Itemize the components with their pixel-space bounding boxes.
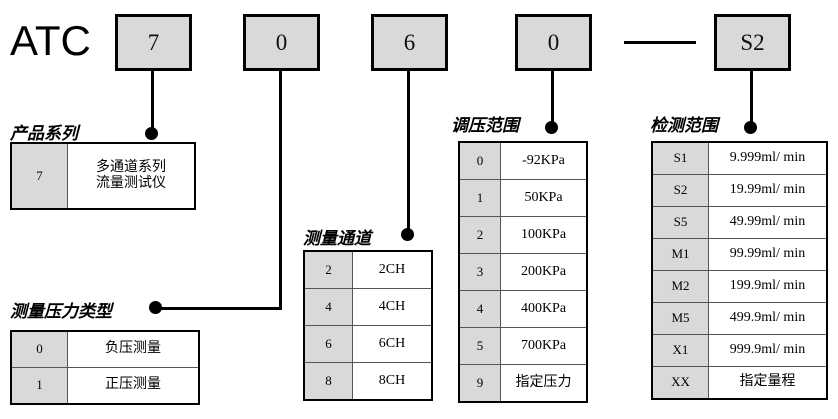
- channels-code-2: 6: [303, 325, 353, 363]
- table-row[interactable]: 3 200KPa: [458, 253, 588, 291]
- table-row[interactable]: 0 负压测量: [10, 330, 200, 368]
- pressure-range-code-6: 9: [458, 364, 501, 403]
- pressure-range-desc-2: 100KPa: [500, 216, 588, 254]
- code-box-pressure-range[interactable]: 0: [515, 14, 592, 71]
- pressure-range-code-0: 0: [458, 141, 501, 180]
- table-row[interactable]: 1 50KPa: [458, 179, 588, 217]
- detect-range-desc-1: 19.99ml/ min: [708, 174, 828, 207]
- legend-table-series: 7 多通道系列 流量测试仪: [10, 142, 196, 210]
- detect-range-desc-5: 499.9ml/ min: [708, 302, 828, 335]
- legend-table-pressure-range: 0 -92KPa 1 50KPa 2 100KPa 3 200KPa 4 400…: [458, 141, 588, 403]
- model-separator-dash: [624, 41, 696, 44]
- detect-range-code-2: S5: [651, 206, 709, 239]
- caption-detect-range: 检测范围: [650, 116, 718, 135]
- table-row[interactable]: 9 指定压力: [458, 364, 588, 403]
- table-row[interactable]: 1 正压测量: [10, 367, 200, 405]
- series-desc-0: 多通道系列 流量测试仪: [67, 142, 196, 210]
- channels-code-3: 8: [303, 362, 353, 401]
- pressure-range-code-3: 3: [458, 253, 501, 291]
- code-box-series[interactable]: 7: [115, 14, 192, 71]
- leader-line-pressure-range: [551, 71, 554, 127]
- code-box-channels[interactable]: 6: [371, 14, 448, 71]
- series-code-0: 7: [10, 142, 68, 210]
- table-row[interactable]: S1 9.999ml/ min: [651, 141, 828, 175]
- table-row[interactable]: 8 8CH: [303, 362, 433, 401]
- detect-range-desc-7: 指定量程: [708, 366, 828, 400]
- table-row[interactable]: 0 -92KPa: [458, 141, 588, 180]
- leader-dot-detect-range: [744, 121, 757, 134]
- pressure-range-code-5: 5: [458, 327, 501, 365]
- table-row[interactable]: 2 100KPa: [458, 216, 588, 254]
- table-row[interactable]: 4 400KPa: [458, 290, 588, 328]
- table-row[interactable]: M1 99.99ml/ min: [651, 238, 828, 271]
- table-row[interactable]: M2 199.9ml/ min: [651, 270, 828, 303]
- pressure-range-desc-0: -92KPa: [500, 141, 588, 180]
- pressure-range-desc-5: 700KPa: [500, 327, 588, 365]
- channels-code-1: 4: [303, 288, 353, 326]
- caption-series: 产品系列: [10, 124, 78, 143]
- table-row[interactable]: S5 49.99ml/ min: [651, 206, 828, 239]
- detect-range-code-5: M5: [651, 302, 709, 335]
- detect-range-code-4: M2: [651, 270, 709, 303]
- code-box-pressure-type[interactable]: 0: [243, 14, 320, 71]
- table-row[interactable]: 4 4CH: [303, 288, 433, 326]
- pressure-type-code-1: 1: [10, 367, 68, 405]
- table-row[interactable]: M5 499.9ml/ min: [651, 302, 828, 335]
- detect-range-code-1: S2: [651, 174, 709, 207]
- leader-line-pressure-type-vertical: [279, 71, 282, 310]
- leader-line-channels: [407, 71, 410, 234]
- table-row[interactable]: 2 2CH: [303, 250, 433, 289]
- pressure-type-desc-1: 正压测量: [67, 367, 200, 405]
- pressure-range-code-1: 1: [458, 179, 501, 217]
- caption-pressure-type: 测量压力类型: [10, 302, 112, 321]
- table-row[interactable]: S2 19.99ml/ min: [651, 174, 828, 207]
- series-desc-0-line2: 流量测试仪: [96, 176, 166, 191]
- channels-desc-2: 6CH: [352, 325, 433, 363]
- leader-dot-series: [145, 127, 158, 140]
- detect-range-code-0: S1: [651, 141, 709, 175]
- pressure-range-code-2: 2: [458, 216, 501, 254]
- caption-channels: 测量通道: [303, 229, 371, 248]
- detect-range-desc-6: 999.9ml/ min: [708, 334, 828, 367]
- leader-line-pressure-type-horizontal: [155, 307, 282, 310]
- leader-dot-pressure-type: [149, 301, 162, 314]
- legend-table-pressure-type: 0 负压测量 1 正压测量: [10, 330, 200, 405]
- table-row[interactable]: X1 999.9ml/ min: [651, 334, 828, 367]
- leader-line-detect-range: [750, 71, 753, 127]
- code-box-detect-range[interactable]: S2: [714, 14, 791, 71]
- channels-desc-0: 2CH: [352, 250, 433, 289]
- legend-table-channels: 2 2CH 4 4CH 6 6CH 8 8CH: [303, 250, 433, 401]
- pressure-range-desc-1: 50KPa: [500, 179, 588, 217]
- channels-desc-3: 8CH: [352, 362, 433, 401]
- leader-line-series: [151, 71, 154, 133]
- detect-range-desc-3: 99.99ml/ min: [708, 238, 828, 271]
- detect-range-code-3: M1: [651, 238, 709, 271]
- pressure-range-desc-6: 指定压力: [500, 364, 588, 403]
- table-row[interactable]: 6 6CH: [303, 325, 433, 363]
- detect-range-code-6: X1: [651, 334, 709, 367]
- pressure-range-desc-3: 200KPa: [500, 253, 588, 291]
- leader-dot-channels: [401, 228, 414, 241]
- legend-table-detect-range: S1 9.999ml/ min S2 19.99ml/ min S5 49.99…: [651, 141, 828, 400]
- table-row[interactable]: XX 指定量程: [651, 366, 828, 400]
- detect-range-code-7: XX: [651, 366, 709, 400]
- caption-pressure-range: 调压范围: [451, 116, 519, 135]
- pressure-range-desc-4: 400KPa: [500, 290, 588, 328]
- series-desc-0-line1: 多通道系列: [96, 159, 166, 175]
- detect-range-desc-4: 199.9ml/ min: [708, 270, 828, 303]
- detect-range-desc-0: 9.999ml/ min: [708, 141, 828, 175]
- detect-range-desc-2: 49.99ml/ min: [708, 206, 828, 239]
- model-prefix-label: ATC: [10, 17, 91, 64]
- table-row[interactable]: 5 700KPa: [458, 327, 588, 365]
- pressure-type-code-0: 0: [10, 330, 68, 368]
- pressure-range-code-4: 4: [458, 290, 501, 328]
- pressure-type-desc-0: 负压测量: [67, 330, 200, 368]
- leader-dot-pressure-range: [545, 121, 558, 134]
- channels-desc-1: 4CH: [352, 288, 433, 326]
- channels-code-0: 2: [303, 250, 353, 289]
- table-row[interactable]: 7 多通道系列 流量测试仪: [10, 142, 196, 210]
